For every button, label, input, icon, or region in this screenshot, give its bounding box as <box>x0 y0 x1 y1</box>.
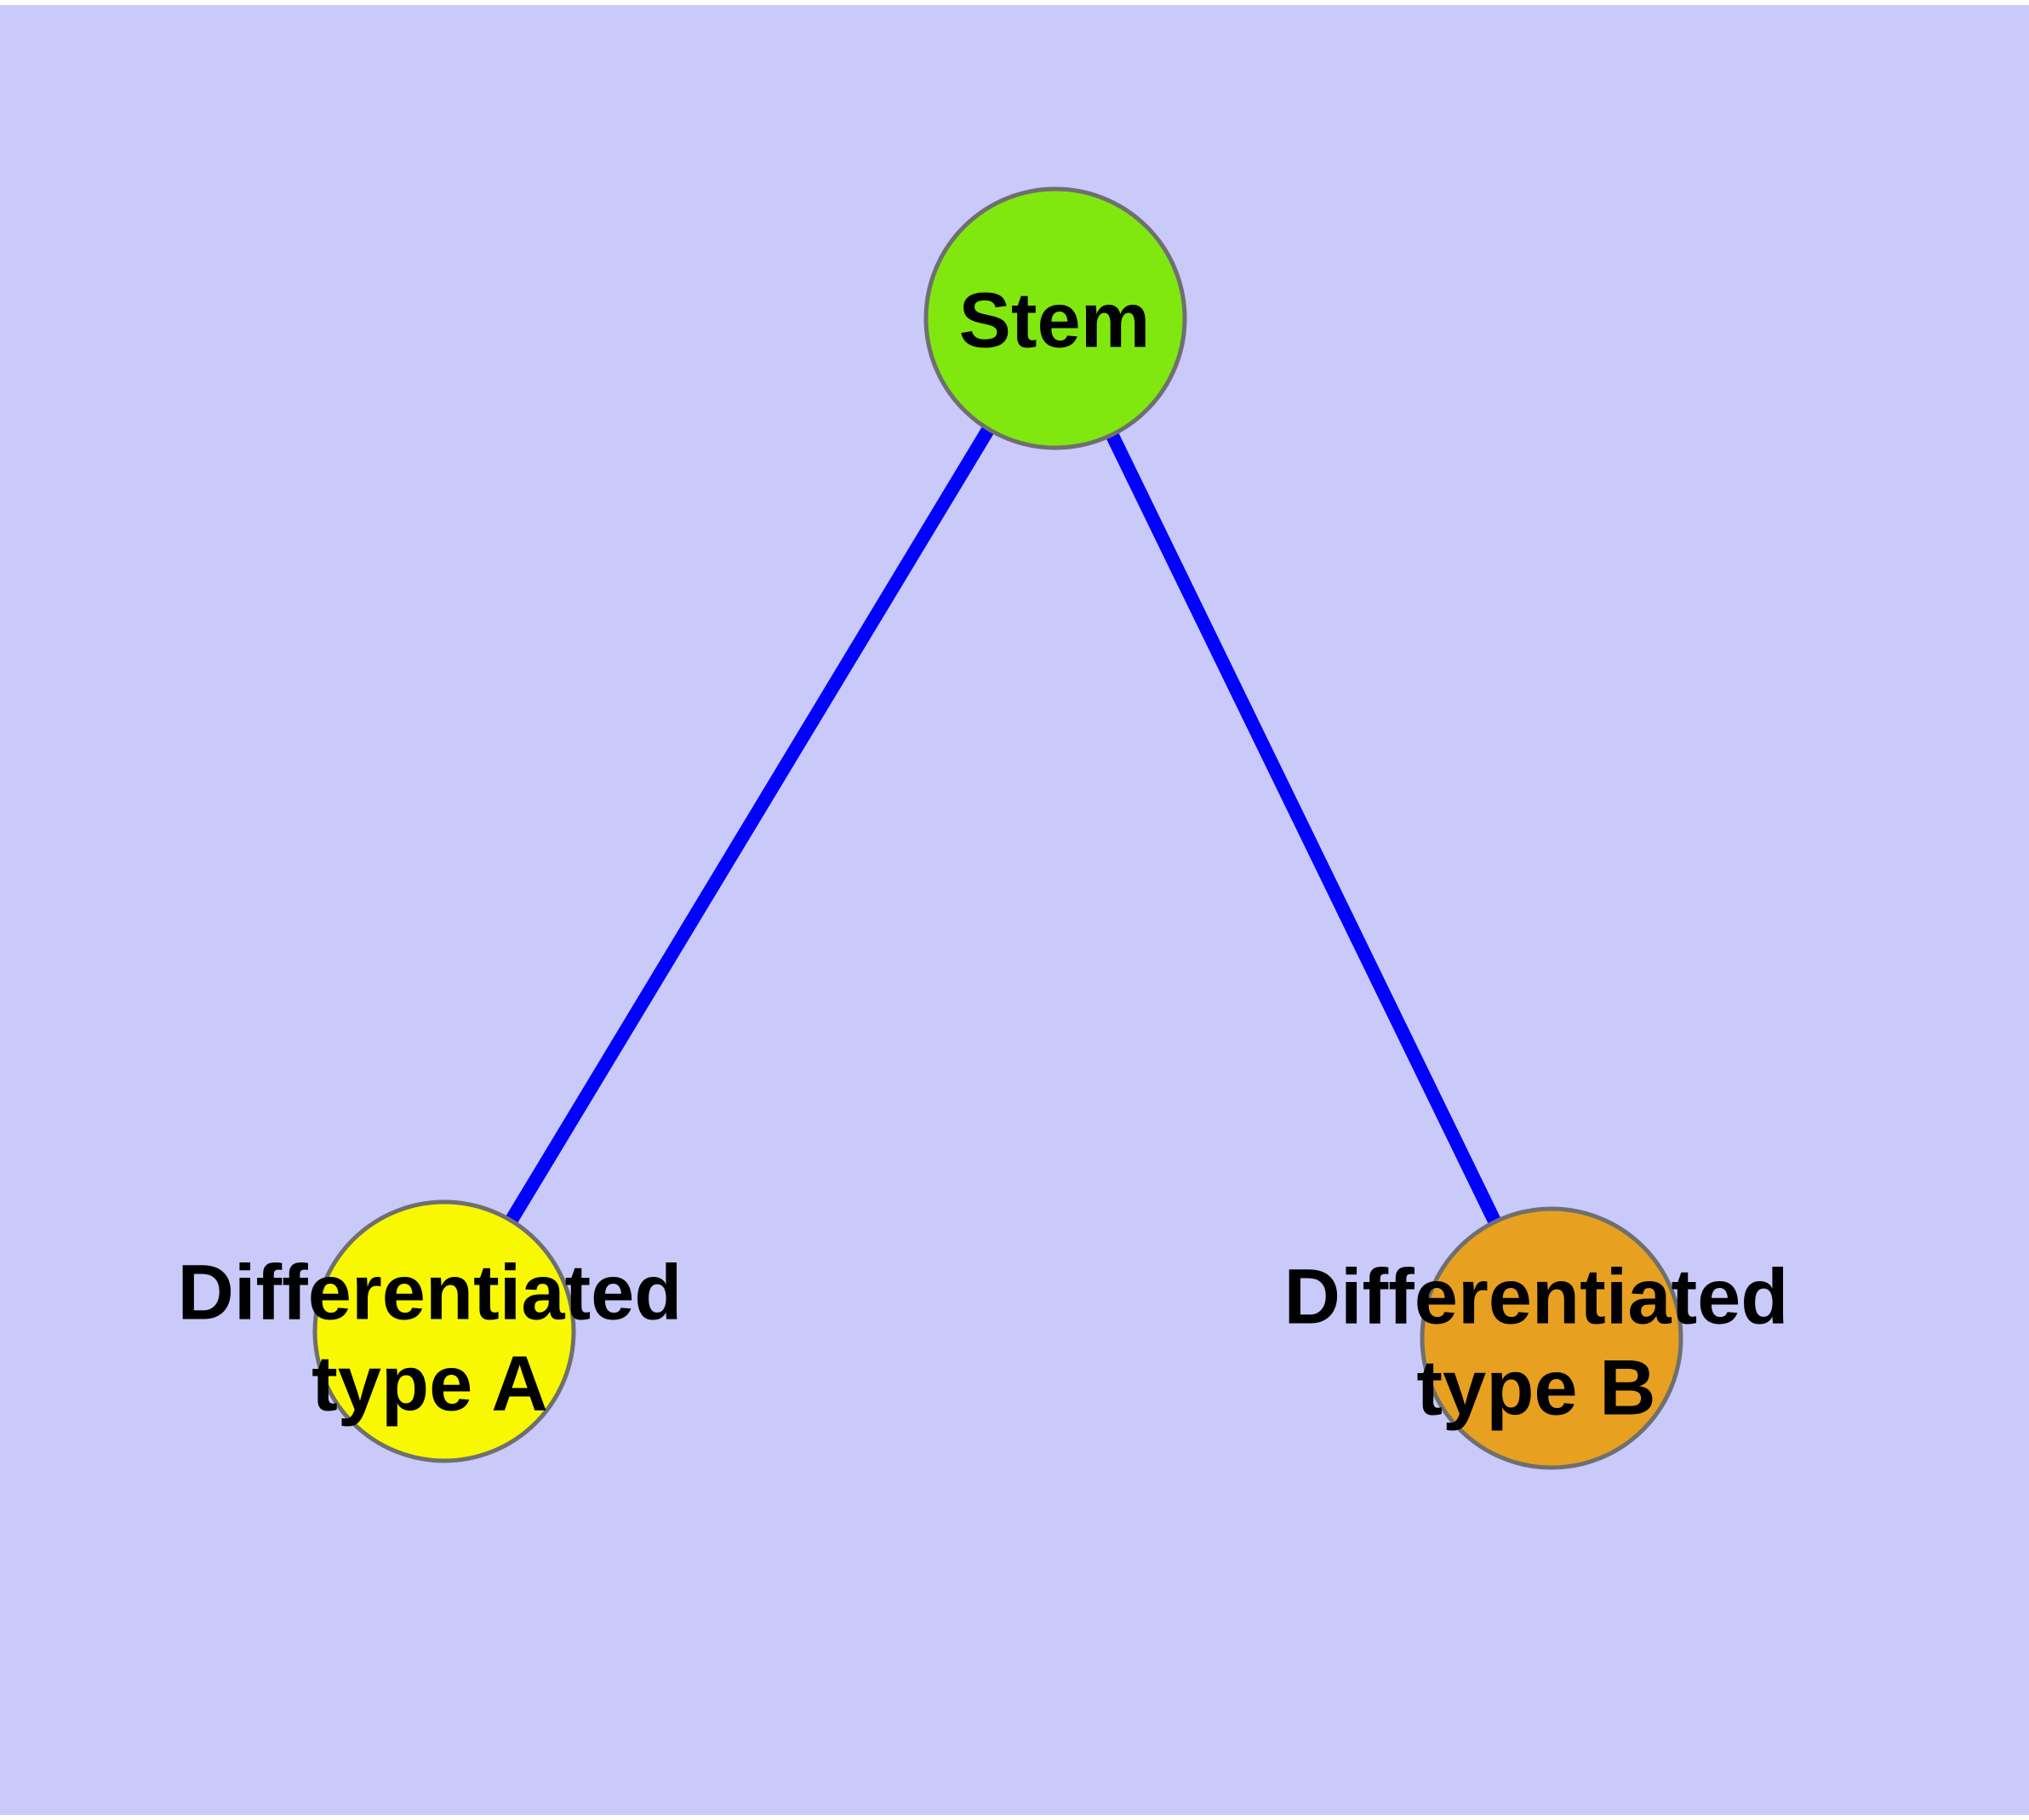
node-stem <box>923 186 1187 450</box>
edge-stem-to-diff-type-a <box>438 314 1061 1336</box>
node-diff-type-b <box>1420 1206 1683 1470</box>
node-diff-type-a <box>312 1199 576 1463</box>
edge-stem-to-diff-type-b <box>1049 315 1558 1342</box>
